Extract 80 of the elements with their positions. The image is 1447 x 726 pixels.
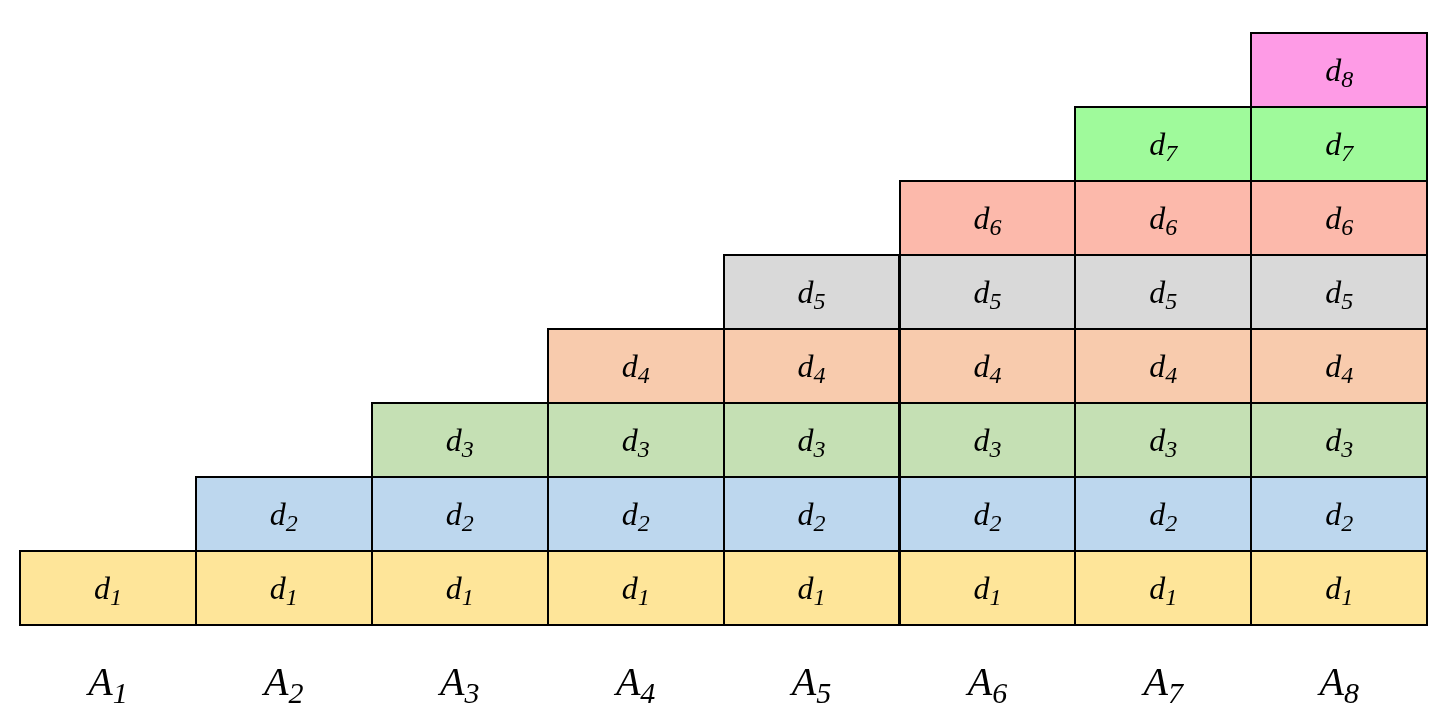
column-label: A$_{6}$ — [964, 662, 1009, 702]
stack-cell — [1250, 106, 1429, 182]
stack-cell — [722, 402, 901, 478]
stack-cell — [722, 476, 901, 552]
stack-cell — [898, 328, 1077, 404]
column-label: A$_{4}$ — [613, 662, 657, 702]
cell-label: d$_{3}$ — [445, 424, 474, 456]
cell-label: d$_{3}$ — [797, 424, 826, 456]
cell-label: d$_{2}$ — [1325, 498, 1354, 530]
stack-cell — [722, 550, 901, 626]
column-label: A$_{3}$ — [437, 662, 481, 702]
cell-label: d$_{1}$ — [1149, 572, 1178, 604]
stack-cell — [1250, 550, 1429, 626]
cell-label: d$_{4}$ — [621, 350, 650, 382]
stack-cell — [1250, 476, 1429, 552]
cell-label: d$_{6}$ — [1149, 202, 1178, 234]
column-label: A$_{2}$ — [261, 662, 305, 702]
cell-label: d$_{2}$ — [445, 498, 474, 530]
stack-cell — [898, 550, 1077, 626]
cell-label: d$_{2}$ — [621, 498, 650, 530]
cell-label: d$_{1}$ — [621, 572, 650, 604]
stack-cell — [898, 180, 1077, 256]
stack-cell — [1074, 254, 1253, 330]
cell-label: d$_{5}$ — [1149, 276, 1178, 308]
stack-cell — [1250, 180, 1429, 256]
cell-label: d$_{4}$ — [797, 350, 826, 382]
stack-cell — [370, 550, 549, 626]
stack-cell — [370, 476, 549, 552]
stack-cell — [546, 476, 725, 552]
column-label: A$_{8}$ — [1316, 662, 1360, 702]
stack-cell — [1074, 180, 1253, 256]
cell-label: d$_{2}$ — [1149, 498, 1178, 530]
cell-label: d$_{2}$ — [973, 498, 1002, 530]
cell-label: d$_{1}$ — [973, 572, 1002, 604]
cell-label: d$_{1}$ — [797, 572, 826, 604]
stack-cell — [546, 550, 725, 626]
stack-cell — [1074, 402, 1253, 478]
cell-label: d$_{4}$ — [1149, 350, 1178, 382]
cell-label: d$_{1}$ — [445, 572, 474, 604]
cell-label: d$_{7}$ — [1149, 128, 1178, 160]
cell-label: d$_{7}$ — [1325, 128, 1354, 160]
stack-cell — [722, 254, 901, 330]
stack-cell — [1074, 328, 1253, 404]
cell-label: d$_{3}$ — [1149, 424, 1178, 456]
cell-label: d$_{8}$ — [1325, 54, 1354, 86]
stack-cell — [898, 402, 1077, 478]
column-label: A$_{7}$ — [1140, 662, 1185, 702]
stack-cell — [194, 476, 373, 552]
stack-cell — [19, 550, 197, 626]
cell-label: d$_{5}$ — [1325, 276, 1354, 308]
cell-label: d$_{3}$ — [1325, 424, 1354, 456]
cell-label: d$_{6}$ — [1325, 202, 1354, 234]
cell-label: d$_{4}$ — [1325, 350, 1354, 382]
stack-cell — [1250, 328, 1429, 404]
stack-cell — [194, 550, 373, 626]
cell-label: d$_{3}$ — [973, 424, 1002, 456]
cell-label: d$_{6}$ — [973, 202, 1002, 234]
stack-cell — [722, 328, 901, 404]
stack-cell — [1250, 402, 1429, 478]
cell-label: d$_{1}$ — [269, 572, 298, 604]
stack-cell — [1250, 254, 1429, 330]
cell-label: d$_{5}$ — [973, 276, 1002, 308]
cell-label: d$_{4}$ — [973, 350, 1002, 382]
cell-label: d$_{2}$ — [797, 498, 826, 530]
cell-label: d$_{1}$ — [93, 572, 122, 604]
stack-cell — [1074, 550, 1253, 626]
stack-cell — [898, 254, 1077, 330]
column-label: A$_{5}$ — [788, 662, 833, 702]
stack-cell — [1250, 32, 1429, 108]
stack-cell — [1074, 106, 1253, 182]
column-label: A$_{1}$ — [85, 662, 129, 702]
cell-label: d$_{1}$ — [1325, 572, 1354, 604]
stack-cell — [370, 402, 549, 478]
stack-cell — [898, 476, 1077, 552]
cell-label: d$_{5}$ — [797, 276, 826, 308]
cell-label: d$_{3}$ — [621, 424, 650, 456]
cell-label: d$_{2}$ — [269, 498, 298, 530]
stack-cell — [546, 402, 725, 478]
stack-cell — [1074, 476, 1253, 552]
stack-cell — [546, 328, 725, 404]
